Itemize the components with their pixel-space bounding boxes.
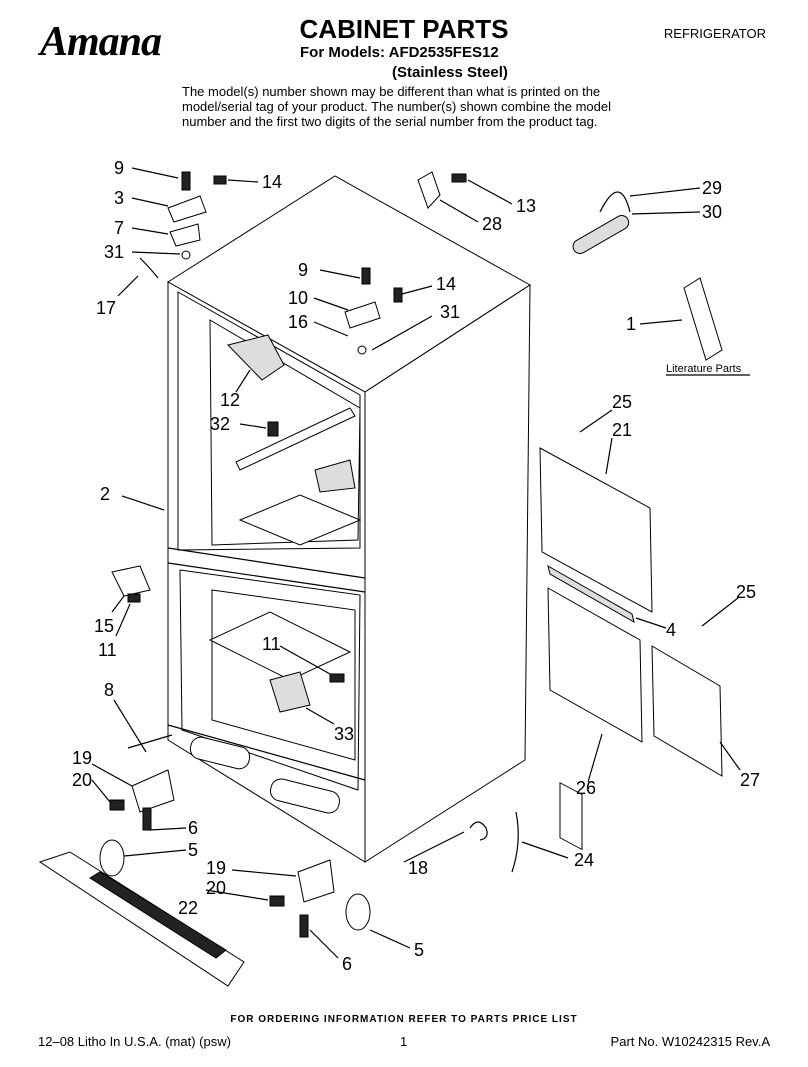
callout-1: 1: [626, 314, 636, 334]
callout-11b: 11: [262, 634, 281, 654]
finish-line: (Stainless Steel): [392, 64, 508, 81]
callout-16: 16: [288, 312, 308, 332]
callout-10: 10: [288, 288, 308, 308]
callout-20: 20: [72, 770, 92, 790]
callout-14: 14: [262, 172, 282, 192]
callout-7: 7: [114, 218, 124, 238]
callout-25b: 25: [736, 582, 756, 602]
callout-30: 30: [702, 202, 722, 222]
cabinet-illustration: [167, 175, 531, 863]
callout-13: 13: [516, 196, 536, 216]
callout-32: 32: [210, 414, 230, 434]
callout-26: 26: [576, 778, 596, 798]
callout-4: 4: [666, 620, 676, 640]
callout-labels: 9 14 3 7 31 17 13 28 29 30 9 10 14 16 31…: [72, 158, 760, 974]
callout-8: 8: [104, 680, 114, 700]
callout-22: 22: [178, 898, 198, 918]
callout-2: 2: [100, 484, 110, 504]
panel-parts: [539, 447, 723, 851]
callout-5b: 5: [414, 940, 424, 960]
callout-29: 29: [702, 178, 722, 198]
order-note: FOR ORDERING INFORMATION REFER TO PARTS …: [230, 1014, 578, 1025]
literature-parts-label: Literature Parts: [666, 363, 742, 375]
callout-18: 18: [408, 858, 428, 878]
callout-33: 33: [334, 724, 354, 744]
callout-9b: 9: [298, 260, 308, 280]
callout-19: 19: [72, 748, 92, 768]
callout-27: 27: [740, 770, 760, 790]
callout-11: 11: [98, 640, 117, 660]
page-number: 1: [400, 1034, 408, 1049]
callout-28: 28: [482, 214, 502, 234]
small-parts: [38, 171, 723, 987]
callout-12: 12: [220, 390, 240, 410]
callout-20b: 20: [206, 878, 226, 898]
callout-6: 6: [188, 818, 198, 838]
category-label: REFRIGERATOR: [663, 26, 766, 41]
callout-21: 21: [612, 420, 632, 440]
callout-31: 31: [104, 242, 124, 262]
model-note: The model(s) number shown may be differe…: [182, 84, 611, 129]
callout-5: 5: [188, 840, 198, 860]
callout-leaders: [91, 167, 741, 959]
callout-24: 24: [574, 850, 594, 870]
callout-31b: 31: [440, 302, 460, 322]
callout-15: 15: [94, 616, 114, 636]
part-number: Part No. W10242315 Rev.A: [610, 1034, 770, 1049]
callout-9: 9: [114, 158, 124, 178]
litho-line: 12–08 Litho In U.S.A. (mat) (psw): [38, 1034, 231, 1049]
callout-17: 17: [96, 298, 116, 318]
model-line: For Models: AFD2535FES12: [300, 44, 499, 61]
brand-logo: Amana: [40, 19, 162, 65]
callout-14b: 14: [436, 274, 456, 294]
callout-6b: 6: [342, 954, 352, 974]
page-title: CABINET PARTS: [299, 14, 509, 44]
callout-25: 25: [612, 392, 632, 412]
callout-19b: 19: [206, 858, 226, 878]
callout-3: 3: [114, 188, 124, 208]
